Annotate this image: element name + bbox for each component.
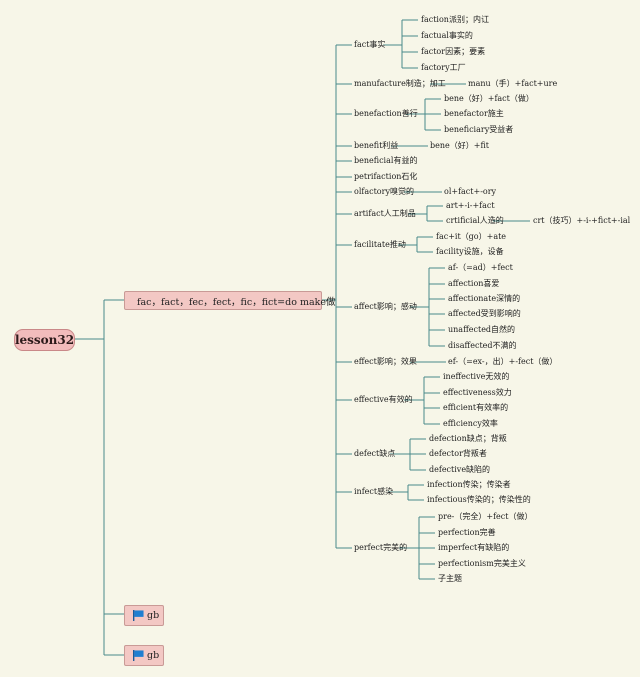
node-olfactory[interactable]: olfactory嗅觉的 (354, 187, 414, 196)
node-defective[interactable]: defective缺陷的 (429, 465, 491, 474)
node-affect[interactable]: affect影响；感动 (354, 302, 417, 311)
node-fac-it-ate[interactable]: fac+it（go）+ate (436, 232, 507, 241)
node-beneficiary[interactable]: beneficiary受益者 (444, 125, 514, 134)
note-benefit[interactable]: bene（好）+fit (430, 141, 489, 150)
node-efficiency[interactable]: efficiency效率 (443, 419, 498, 428)
node-pre-fect[interactable]: pre-（完全）+fect（做） (438, 512, 533, 521)
flag-icon (133, 650, 144, 661)
node-beneficial[interactable]: beneficial有益的 (354, 156, 418, 165)
node-crtificial[interactable]: crtificial人造的 (446, 216, 504, 225)
main-topic[interactable]: fac，fact，fec，fect，fic，fict=do make做 (124, 291, 336, 310)
node-infectious[interactable]: infectious传染的；传染性的 (427, 495, 531, 504)
gb-topic-1[interactable]: gb (124, 605, 164, 626)
gb-topic-2[interactable]: gb (124, 645, 164, 666)
node-factory[interactable]: factory工厂 (421, 63, 466, 72)
node-petrifaction[interactable]: petrifaction石化 (354, 172, 418, 181)
node-perfection[interactable]: perfection完善 (438, 528, 496, 537)
node-defector[interactable]: defector背叛者 (429, 449, 487, 458)
node-disaffected[interactable]: disaffected不满的 (448, 341, 517, 350)
node-perfect[interactable]: perfect完美的 (354, 543, 408, 552)
node-benefaction[interactable]: benefaction善行 (354, 109, 418, 118)
note-crtificial[interactable]: crt（技巧）+-i-+fict+-ial (533, 216, 631, 225)
node-benefactor[interactable]: benefactor施主 (444, 109, 504, 118)
node-manufacture[interactable]: manufacture制造；加工 (354, 79, 446, 88)
node-infect[interactable]: infect感染 (354, 487, 394, 496)
node-affected[interactable]: affected受到影响的 (448, 309, 521, 318)
note-effect[interactable]: ef-（=ex-，出）+-fect（做） (448, 357, 558, 366)
node-fact[interactable]: fact事实 (354, 40, 386, 49)
node-artifact[interactable]: artifact人工制品 (354, 209, 416, 218)
gb-topic-label: gb (147, 650, 160, 661)
node-perfectionism[interactable]: perfectionism完美主义 (438, 559, 526, 568)
node-effectiveness[interactable]: effectiveness效力 (443, 388, 512, 397)
node-af-fect[interactable]: af-（=ad）+fect (448, 263, 513, 272)
node-bene-fact[interactable]: bene（好）+fact（做） (444, 94, 534, 103)
gb-topic-label: gb (147, 610, 160, 621)
node-ineffective[interactable]: ineffective无效的 (443, 372, 510, 381)
root-label: lesson32 (14, 333, 75, 347)
flag-icon (133, 610, 144, 621)
node-effect[interactable]: effect影响；效果 (354, 357, 417, 366)
node-facility[interactable]: facility设施，设备 (436, 247, 504, 256)
root-node[interactable]: lesson32 (14, 329, 75, 351)
node-defect[interactable]: defect缺点 (354, 449, 396, 458)
node-factual[interactable]: factual事实的 (421, 31, 473, 40)
node-subtopic[interactable]: 子主题 (438, 574, 462, 583)
node-infection[interactable]: infection传染；传染者 (427, 480, 511, 489)
node-facilitate[interactable]: facilitate推动 (354, 240, 406, 249)
note-olfactory[interactable]: ol+fact+-ory (444, 187, 497, 196)
note-manufacture[interactable]: manu（手）+fact+ure (468, 79, 558, 88)
node-efficient[interactable]: efficient有效率的 (443, 403, 509, 412)
node-faction[interactable]: faction派别；内讧 (421, 15, 489, 24)
node-effective[interactable]: effective有效的 (354, 395, 413, 404)
node-art-i-fact[interactable]: art+-i-+fact (446, 201, 495, 210)
node-defection[interactable]: defection缺点；背叛 (429, 434, 507, 443)
node-unaffected[interactable]: unaffected自然的 (448, 325, 516, 334)
node-affectionate[interactable]: affectionate深情的 (448, 294, 521, 303)
node-factor[interactable]: factor因素；要素 (421, 47, 486, 56)
main-topic-label: fac，fact，fec，fect，fic，fict=do make做 (137, 296, 336, 308)
node-affection[interactable]: affection喜爱 (448, 279, 500, 288)
node-imperfect[interactable]: imperfect有缺陷的 (438, 543, 510, 552)
node-benefit[interactable]: benefit利益 (354, 141, 399, 150)
